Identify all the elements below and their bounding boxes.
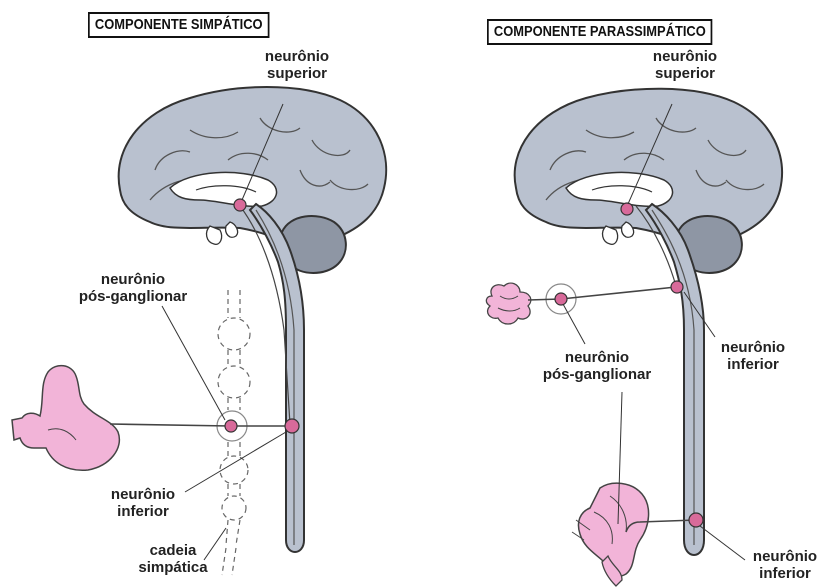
label-postganglionic-right: neurônio pós-ganglionar <box>522 349 672 383</box>
label-postganglionic-left: neurônio pós-ganglionar <box>58 271 208 305</box>
lower-neuron-left <box>285 419 299 433</box>
head-organ <box>486 283 530 324</box>
label-upper-neuron-right: neurônio superior <box>640 48 730 82</box>
sympathetic-figure <box>12 87 386 575</box>
upper-neuron-right <box>621 203 633 215</box>
sacral-lower-neuron-right <box>689 513 703 527</box>
stomach-organ <box>12 366 119 471</box>
upper-neuron-left <box>234 199 246 211</box>
label-sympathetic-chain: cadeia simpática <box>128 542 218 576</box>
brain-right <box>515 89 782 258</box>
label-lower-neuron-left: neurônio inferior <box>98 486 188 520</box>
label-upper-neuron-left: neurônio superior <box>252 48 342 82</box>
spinal-lower-neuron-right <box>671 281 683 293</box>
ganglion-neuron-left <box>225 420 237 432</box>
ganglion-neuron-right <box>555 293 567 305</box>
parasympathetic-figure <box>486 89 782 586</box>
label-lower-neuron-right-sacral: neurônio inferior <box>740 548 830 582</box>
label-lower-neuron-right-spinal: neurônio inferior <box>708 339 798 373</box>
brain-left <box>119 87 387 258</box>
